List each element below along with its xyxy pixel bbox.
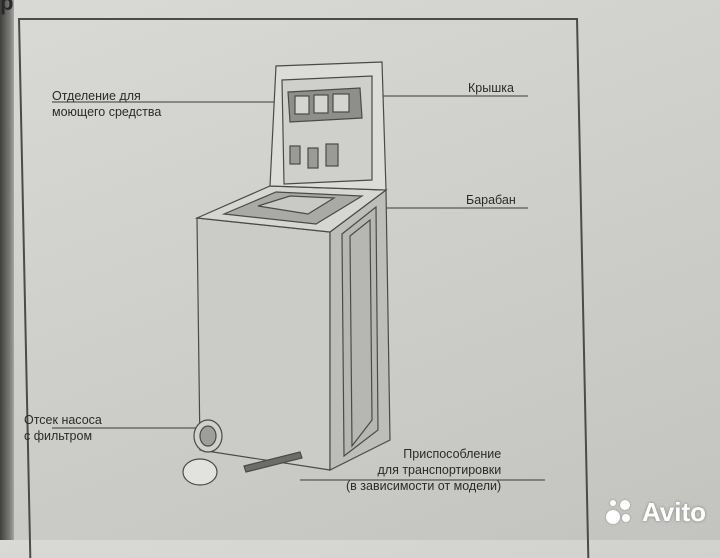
detergent-drawer	[287, 87, 363, 123]
label-transport-device: Приспособление для транспортировки (в за…	[346, 446, 501, 494]
label-pump-line2: с фильтром	[24, 429, 93, 443]
transport-lever	[243, 451, 303, 473]
label-lid: Крышка	[468, 81, 514, 95]
label-transport-line1: Приспособление	[403, 447, 502, 461]
avito-watermark-text: Avito	[641, 496, 706, 527]
label-drum: Барабан	[466, 193, 516, 207]
label-detergent-line1: Отделение для	[52, 89, 141, 103]
label-transport-line3: (в зависимости от модели)	[346, 479, 502, 493]
washing-machine-diagram	[52, 61, 545, 486]
corner-letter-fragment: р	[0, 0, 14, 15]
softener-cups	[289, 143, 339, 169]
page-edge-shadow	[0, 0, 14, 540]
pump-hatch-cover	[182, 458, 218, 486]
label-detergent-line2: моющего средства	[52, 105, 162, 119]
label-transport-line2: для транспортировки	[377, 463, 502, 477]
label-pump-compartment: Отсек насоса с фильтром	[24, 412, 102, 444]
avito-watermark: Avito	[604, 496, 706, 528]
label-pump-line1: Отсек насоса	[24, 413, 102, 427]
washing-machine	[182, 61, 391, 486]
avito-logo-icon	[604, 496, 636, 528]
label-detergent-compartment: Отделение для моющего средства	[52, 88, 161, 120]
